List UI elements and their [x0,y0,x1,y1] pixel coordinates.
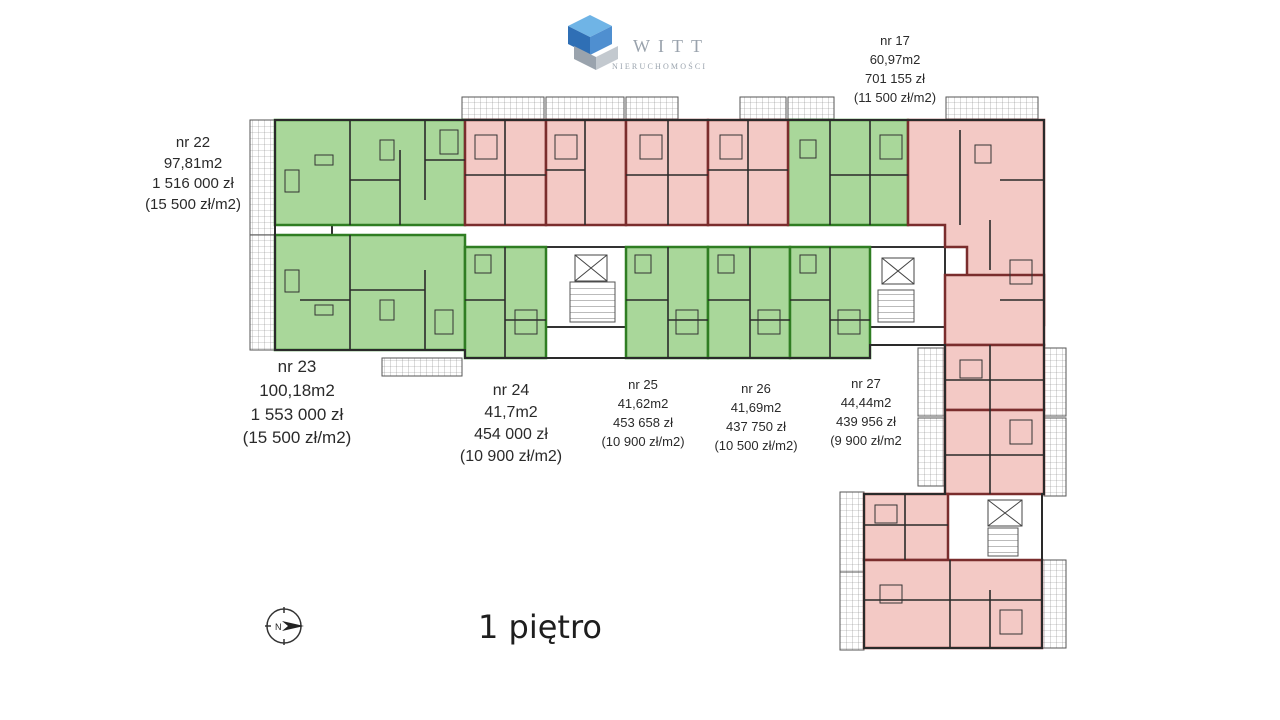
unit-number: nr 22 [175,134,211,151]
unit-price-per-m2: (10 500 zł/m2) [714,437,798,453]
unit-price: 1 553 000 zł [250,404,344,424]
balconies [249,96,1067,651]
unit-label-22[interactable]: nr 22 97,81m2 1 516 000 zł (15 500 zł/m2… [138,133,248,216]
unit-area: 41,7m2 [484,404,538,422]
unit-22-shape [273,118,467,227]
unit-number: nr 24 [492,382,530,399]
unit-label-25[interactable]: nr 25 41,62m2 453 658 zł (10 900 zł/m2) [588,376,698,451]
unit-price: 437 750 zł [726,418,786,434]
unit-price-per-m2: (10 900 zł/m2) [459,448,563,466]
witt-logo-icon [568,15,618,70]
unit-area: 60,97m2 [869,51,921,67]
unit-price-per-m2: (10 900 zł/m2) [601,433,685,449]
svg-text:N: N [275,622,282,632]
unit-price-per-m2: (9 900 zł/m2 [830,432,902,448]
unit-label-26[interactable]: nr 26 41,69m2 437 750 zł (10 500 zł/m2) [701,380,811,455]
building-outline [274,119,1045,649]
interior-walls [300,120,1044,648]
logo-name: WITT [633,36,710,56]
floor-title: 1 piętro [478,608,602,646]
unit-price: 701 155 zł [865,70,925,86]
unit-area: 41,62m2 [617,395,669,411]
unit-price: 1 516 000 zł [152,175,234,193]
furniture [284,129,1033,635]
logo-subtitle: NIERUCHOMOŚCI [612,62,708,71]
unit-price: 454 000 zł [474,426,548,444]
unit-number: nr 25 [628,377,658,392]
unit-26-shape [706,245,792,360]
unit-price: 453 658 zł [613,414,673,430]
unit-17-shape [786,118,910,227]
unit-number: nr 26 [741,381,771,396]
unit-25-shape [624,245,710,360]
unit-price-per-m2: (15 500 zł/m2) [242,428,352,448]
unit-price: 439 956 zł [836,413,896,429]
unit-price-per-m2: (11 500 zł/m2) [853,89,937,105]
unit-label-24[interactable]: nr 24 41,7m2 454 000 zł (10 900 zł/m2) [446,380,576,468]
unit-label-27[interactable]: nr 27 44,44m2 439 956 zł (9 900 zł/m2 [812,375,920,450]
unit-23-shape [273,233,467,352]
sold-units [463,118,1046,650]
unit-area: 44,44m2 [840,394,892,410]
unit-number: nr 27 [851,376,881,391]
unit-area: 41,69m2 [730,399,782,415]
north-arrow-icon: N [265,607,304,645]
available-units [273,118,910,360]
unit-label-17[interactable]: nr 17 60,97m2 701 155 zł (11 500 zł/m2) [840,32,950,107]
unit-area: 100,18m2 [259,380,335,400]
unit-area: 97,81m2 [163,154,223,172]
unit-label-23[interactable]: nr 23 100,18m2 1 553 000 zł (15 500 zł/m… [232,355,362,450]
unit-price-per-m2: (15 500 zł/m2) [145,196,241,214]
unit-number: nr 17 [880,33,910,48]
unit-number: nr 23 [277,357,317,376]
